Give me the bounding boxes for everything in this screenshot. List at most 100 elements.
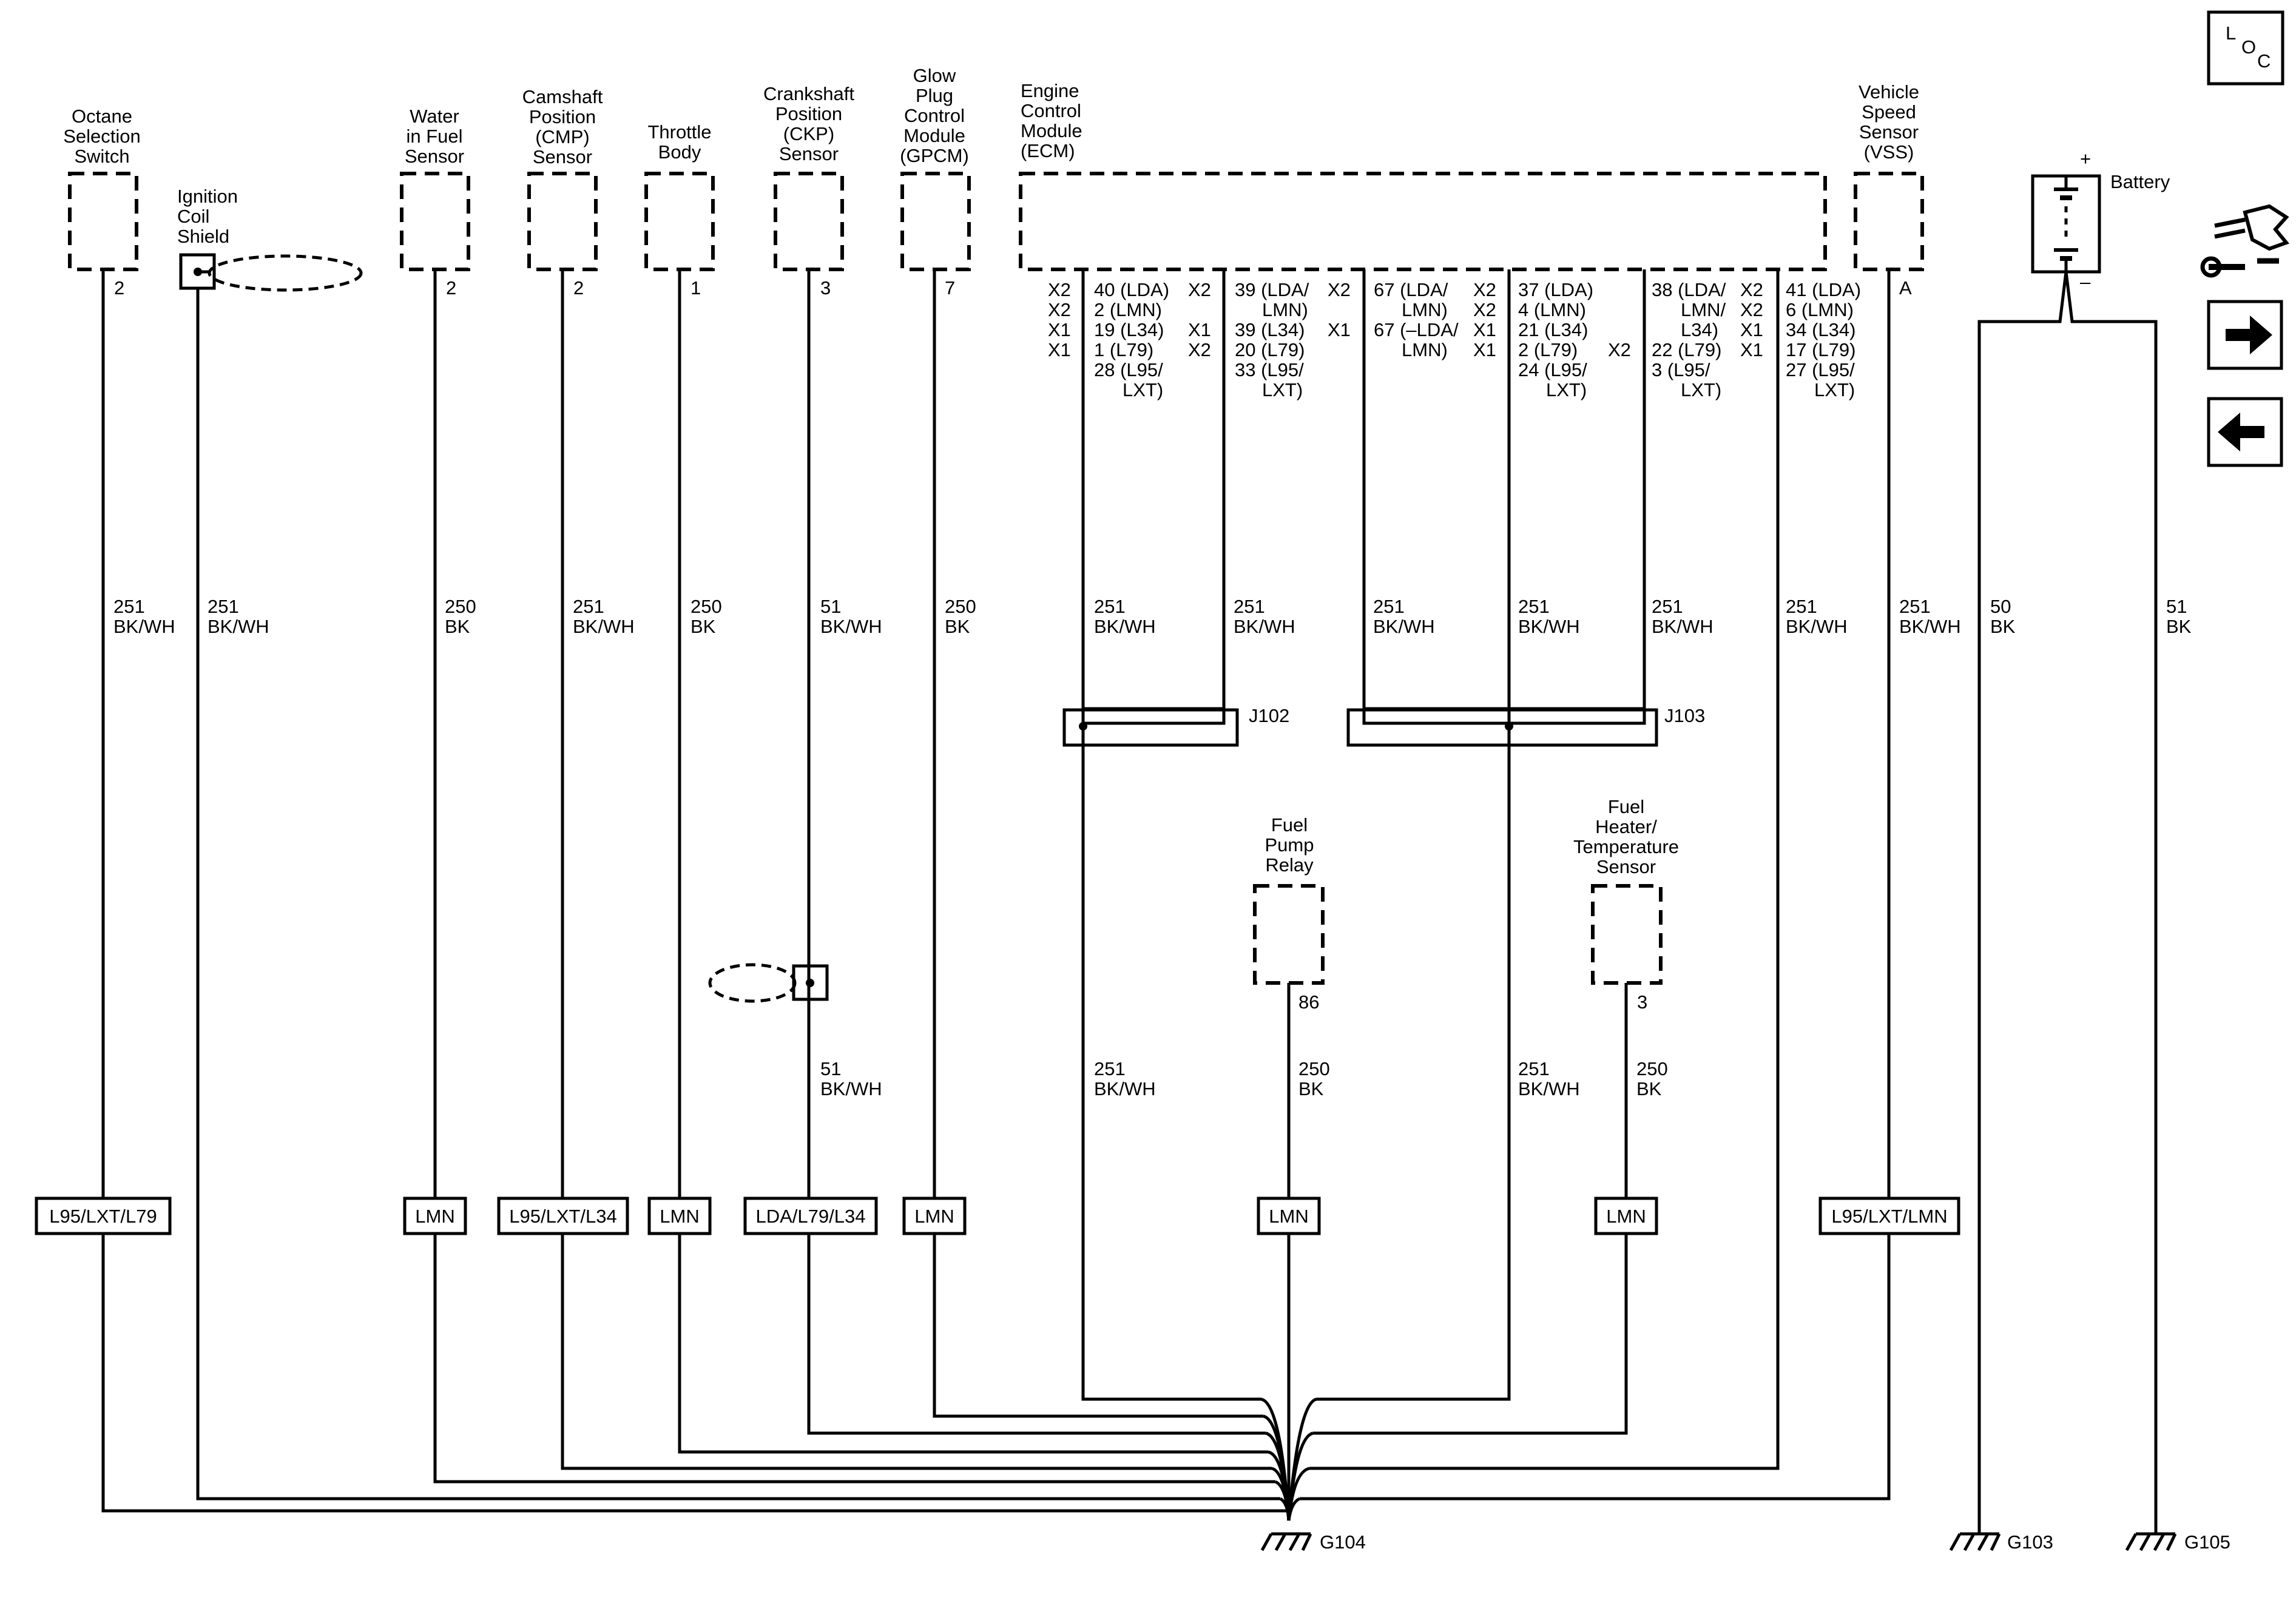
battery-plus: + <box>2080 148 2091 169</box>
svg-text:X2: X2 <box>1740 299 1763 320</box>
svg-text:(ECM): (ECM) <box>1021 140 1075 161</box>
splice-j103-label: J103 <box>1664 705 1705 726</box>
wire-gpcm <box>933 269 1263 1418</box>
splice-j103: J103 <box>1346 705 1705 747</box>
svg-text:2 (LMN): 2 (LMN) <box>1094 299 1162 320</box>
wire-throttle <box>678 269 1268 1454</box>
option-octane: L95/LXT/L79 <box>49 1206 157 1227</box>
svg-text:41 (LDA): 41 (LDA) <box>1786 279 1861 300</box>
svg-text:251: 251 <box>1518 1058 1550 1079</box>
vss-pin: A <box>1899 277 1912 299</box>
arrow-left-icon[interactable] <box>2207 397 2283 467</box>
svg-text:Fuel: Fuel <box>1608 796 1644 817</box>
svg-text:250: 250 <box>1298 1058 1330 1079</box>
svg-text:LXT): LXT) <box>1546 379 1587 400</box>
wire-vss <box>1300 269 1891 1501</box>
svg-text:Camshaft: Camshaft <box>522 86 603 107</box>
wire-ckp <box>807 269 1266 1435</box>
svg-text:251: 251 <box>1899 596 1931 617</box>
battery-label: Battery <box>2110 171 2170 192</box>
svg-text:40 (LDA): 40 (LDA) <box>1094 279 1169 300</box>
heater-pin: 3 <box>1637 991 1647 1013</box>
svg-text:20 (L79): 20 (L79) <box>1235 339 1305 360</box>
svg-text:51: 51 <box>820 1058 841 1079</box>
svg-text:(CKP): (CKP) <box>783 123 834 144</box>
battery-symbol <box>2054 176 2078 272</box>
svg-text:Water: Water <box>410 106 459 127</box>
svg-text:Engine: Engine <box>1021 80 1079 101</box>
svg-text:251: 251 <box>208 596 239 617</box>
vss-label: Vehicle Speed Sensor (VSS) <box>1859 81 1919 163</box>
svg-text:Control: Control <box>904 105 965 126</box>
loc-icon[interactable]: L O C <box>2207 10 2284 86</box>
ground-g103-label: G103 <box>2007 1531 2053 1553</box>
gpcm-box <box>900 172 971 271</box>
ecm-label: Engine Control Module (ECM) <box>1021 80 1082 161</box>
svg-text:Sensor: Sensor <box>533 146 592 167</box>
option-boxes: L95/LXT/L79 LMN L95/LXT/L34 LMN LDA/L79/… <box>35 1197 1960 1235</box>
svg-text:Temperature: Temperature <box>1573 836 1679 857</box>
svg-text:BK/WH: BK/WH <box>1518 616 1580 637</box>
svg-text:LXT): LXT) <box>1262 379 1303 400</box>
svg-text:BK/WH: BK/WH <box>1652 616 1714 637</box>
svg-text:X1: X1 <box>1048 339 1071 360</box>
svg-text:Relay: Relay <box>1265 854 1314 876</box>
svg-text:Module: Module <box>903 125 965 146</box>
svg-text:21 (L34): 21 (L34) <box>1518 319 1588 340</box>
svg-text:251: 251 <box>1373 596 1405 617</box>
svg-text:(CMP): (CMP) <box>535 126 590 147</box>
svg-text:X2: X2 <box>1328 279 1351 300</box>
arrow-right-icon[interactable] <box>2207 300 2283 370</box>
octane-switch-label: Octane Selection Switch <box>63 106 141 167</box>
svg-text:BK/WH: BK/WH <box>820 616 882 637</box>
svg-text:Position: Position <box>529 106 596 127</box>
svg-text:39 (LDA/: 39 (LDA/ <box>1235 279 1309 300</box>
ground-g104-label: G104 <box>1320 1531 1366 1553</box>
wrench-connector-icon[interactable] <box>2200 204 2290 278</box>
ecm-pins-group-4: 37 (LDA) 4 (LMN) 21 (L34) 2 (L79) 24 (L9… <box>1518 279 1631 400</box>
svg-text:Sensor: Sensor <box>1596 856 1656 877</box>
svg-text:X2: X2 <box>1188 339 1211 360</box>
ckp-pin: 3 <box>820 277 831 299</box>
option-wif: LMN <box>415 1206 454 1227</box>
svg-text:X1: X1 <box>1328 319 1351 340</box>
svg-text:Crankshaft: Crankshaft <box>763 83 854 104</box>
svg-text:Vehicle: Vehicle <box>1859 81 1919 103</box>
svg-text:Ignition: Ignition <box>177 186 238 207</box>
svg-text:X2: X2 <box>1473 299 1496 320</box>
wire-fuel-heater <box>1313 983 1628 1435</box>
svg-text:X1: X1 <box>1473 319 1496 340</box>
svg-text:Speed: Speed <box>1862 101 1916 123</box>
svg-text:X2: X2 <box>1608 339 1631 360</box>
svg-text:39 (L34): 39 (L34) <box>1235 319 1305 340</box>
svg-text:Body: Body <box>658 141 701 163</box>
svg-text:Coil: Coil <box>177 206 209 227</box>
wire-ecm-1 <box>1081 269 1261 1401</box>
svg-text:50: 50 <box>1990 596 2011 617</box>
option-relay: LMN <box>1269 1206 1308 1227</box>
svg-text:(VSS): (VSS) <box>1864 141 1914 163</box>
svg-text:LMN): LMN) <box>1402 299 1448 320</box>
svg-text:251: 251 <box>113 596 145 617</box>
ecm-pins-group-1: X2 X2 X1 X1 40 (LDA) 2 (LMN) 19 (L34) 1 … <box>1048 279 1211 400</box>
cmp-sensor-box <box>527 172 598 271</box>
option-vss: L95/LXT/LMN <box>1831 1206 1947 1227</box>
svg-text:X1: X1 <box>1740 339 1763 360</box>
svg-text:251: 251 <box>1518 596 1550 617</box>
throttle-pin: 1 <box>690 277 701 299</box>
svg-text:Shield: Shield <box>177 226 229 247</box>
fuel-pump-relay-label: Fuel Pump Relay <box>1265 814 1314 876</box>
svg-text:Octane: Octane <box>72 106 132 127</box>
throttle-body-label: Throttle Body <box>647 121 711 163</box>
svg-text:LXT): LXT) <box>1681 379 1721 400</box>
svg-text:BK/WH: BK/WH <box>1094 1078 1156 1099</box>
svg-text:Throttle: Throttle <box>647 121 711 143</box>
ecm-pins-group-3: 67 (LDA/ LMN) 67 (–LDA/ LMN) X2 X2 X1 X1 <box>1374 279 1496 360</box>
ecm-pins-group-2: 39 (LDA/ LMN) 39 (L34) 20 (L79) 33 (L95/… <box>1235 279 1351 400</box>
svg-text:BK: BK <box>1636 1078 1662 1099</box>
svg-text:1 (L79): 1 (L79) <box>1094 339 1153 360</box>
svg-text:Selection: Selection <box>63 126 141 147</box>
ignition-coil-shield-label: Ignition Coil Shield <box>177 186 238 247</box>
